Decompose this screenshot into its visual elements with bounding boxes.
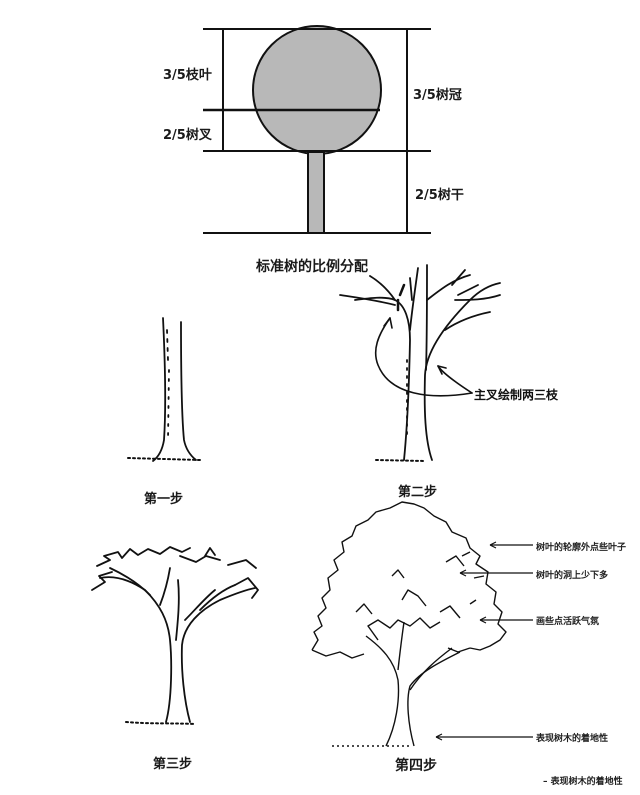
note-holes: 树叶的洞上少下多 bbox=[536, 571, 609, 581]
step4-tree bbox=[311, 501, 507, 747]
note-outline-leaves: 树叶的轮廓外点些叶子 bbox=[536, 543, 627, 553]
step4-arrows bbox=[435, 541, 533, 741]
crown-circle bbox=[252, 25, 382, 155]
note-grounding: 表现树木的着地性 bbox=[536, 734, 609, 744]
step1-caption: 第一步 bbox=[144, 492, 184, 507]
step3-tree bbox=[91, 546, 259, 725]
label-trunk-ratio: 2/5树干 bbox=[415, 188, 464, 203]
label-crown-ratio: 3/5树冠 bbox=[413, 88, 462, 103]
step3-caption: 第三步 bbox=[153, 757, 193, 772]
note-dots: 画些点活跃气氛 bbox=[536, 617, 600, 627]
step2-annotation: 主叉绘制两三枝 bbox=[474, 388, 559, 402]
label-foliage-ratio: 3/5枝叶 bbox=[163, 68, 212, 83]
label-fork-ratio: 2/5树叉 bbox=[163, 128, 212, 143]
step2-caption: 第二步 bbox=[398, 485, 438, 500]
trunk-bar bbox=[307, 151, 325, 234]
step4-caption: 第四步 bbox=[395, 758, 437, 774]
proportion-diagram bbox=[203, 25, 431, 234]
diagram-title: 标准树的比例分配 bbox=[256, 259, 368, 275]
footer-note: – 表现树木的着地性 bbox=[543, 777, 623, 787]
step1-tree bbox=[127, 317, 201, 462]
step2-tree bbox=[339, 264, 501, 462]
